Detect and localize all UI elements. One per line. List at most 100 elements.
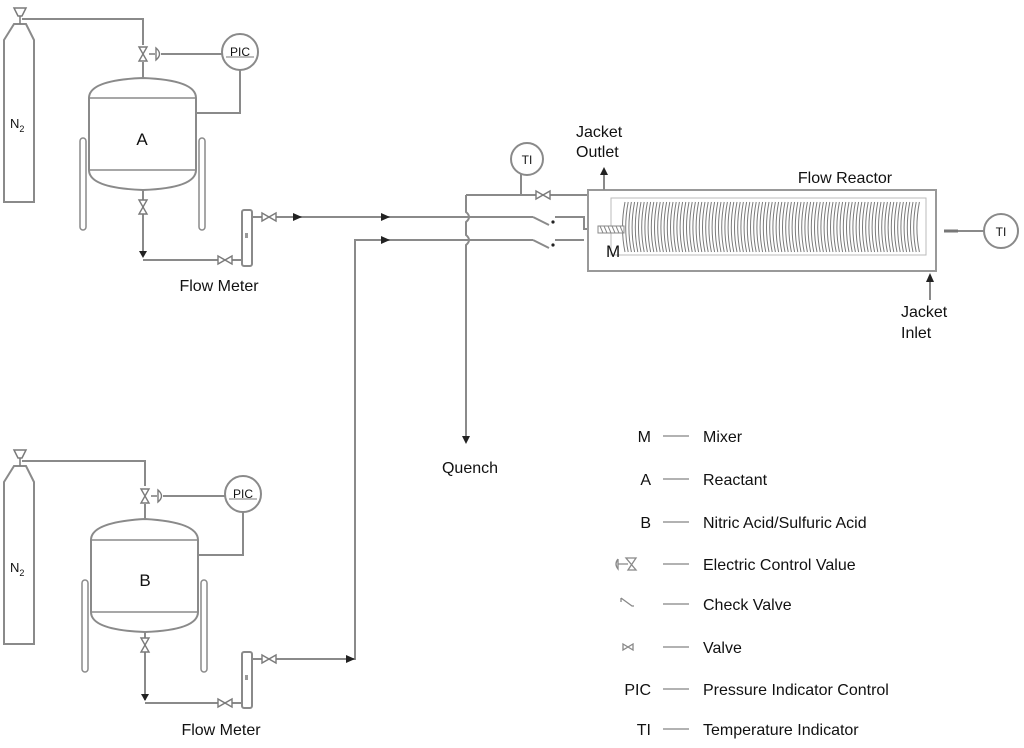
nitrogen-cylinder-a: N2	[3, 7, 35, 203]
coil-turn	[782, 201, 786, 253]
flow-meter-b-label: Flow Meter	[181, 722, 261, 739]
tank-b: B	[81, 517, 208, 673]
coil-turn	[913, 201, 917, 253]
coil-turn	[906, 201, 911, 253]
coil-turn	[673, 201, 677, 253]
coil-turn	[650, 201, 655, 253]
coil-turn	[769, 201, 773, 253]
pic-a: PIC	[221, 33, 259, 71]
flow-meter-a-inlet-valve[interactable]	[217, 255, 233, 265]
legend-item: Electric Control Value	[615, 557, 856, 574]
legend-description: Nitric Acid/Sulfuric Acid	[703, 515, 867, 532]
coil-turn	[750, 201, 754, 253]
pic-b: PIC	[224, 475, 262, 513]
coil-turn	[631, 201, 636, 253]
train-a: N2 PIC A	[3, 7, 480, 295]
coil-turn	[778, 201, 783, 253]
coil-turn	[772, 201, 776, 253]
coil-turn	[910, 201, 914, 253]
svg-text:A: A	[136, 130, 148, 149]
nitrogen-cylinder-b: N2	[3, 449, 35, 645]
coil-turn	[625, 201, 629, 253]
coil-turn	[894, 201, 898, 253]
coil-turn	[724, 201, 728, 253]
coil-turn	[817, 201, 821, 253]
coil-turn	[730, 201, 735, 253]
coil-turn	[660, 201, 664, 253]
flow-meter-b	[241, 651, 253, 709]
coil-turn	[785, 201, 789, 253]
quench-label: Quench	[442, 460, 498, 477]
electric-control-valve-a[interactable]	[138, 46, 161, 62]
coil-turn	[698, 201, 703, 253]
coil-turn	[727, 201, 732, 253]
legend-symbol: B	[640, 515, 651, 532]
legend-description: Electric Control Value	[703, 557, 856, 574]
coil-turn	[865, 201, 869, 253]
coil-turn	[804, 201, 808, 253]
bypass-valve[interactable]	[535, 190, 551, 200]
coil-turn	[663, 201, 668, 253]
legend-item: B Nitric Acid/Sulfuric Acid	[640, 515, 866, 532]
legend-description: Pressure Indicator Control	[703, 682, 889, 699]
svg-text:B: B	[139, 571, 150, 590]
regulator-icon	[12, 7, 28, 24]
coil-turn	[868, 201, 872, 253]
coil-turn	[858, 201, 863, 253]
coil-turn	[695, 201, 700, 253]
tank-a-outlet-valve[interactable]	[138, 199, 148, 215]
coil-turn	[644, 201, 648, 253]
electric-control-valve-b[interactable]	[140, 488, 163, 504]
coil-turn	[766, 201, 770, 253]
coil-turn	[676, 201, 680, 253]
svg-text:PIC: PIC	[230, 45, 250, 59]
coil-turn	[884, 201, 888, 253]
coil-turn	[734, 201, 738, 253]
coil-turn	[846, 201, 850, 253]
coil-turn	[692, 201, 696, 253]
coil-turn	[862, 201, 866, 253]
coil-turn	[638, 201, 642, 253]
legend-description: Reactant	[703, 472, 768, 489]
electric-control-valve-icon	[615, 557, 638, 571]
manifold: Quench TI	[442, 142, 598, 477]
flow-meter-b-inlet-valve[interactable]	[217, 698, 233, 708]
reactor-coil	[622, 201, 920, 253]
legend-symbol: PIC	[624, 682, 651, 699]
coil-turn	[810, 201, 815, 253]
legend-symbol: TI	[637, 722, 651, 739]
flow-meter-a-outlet-valve[interactable]	[261, 212, 277, 222]
ti-inlet: TI	[510, 142, 544, 176]
coil-turn	[686, 201, 690, 253]
coil-turn	[721, 201, 725, 253]
coil-turn	[897, 201, 901, 253]
legend-description: Temperature Indicator	[703, 722, 859, 739]
coil-turn	[759, 201, 764, 253]
coil-turn	[801, 201, 805, 253]
coil-turn	[791, 201, 796, 253]
tank-b-outlet-valve[interactable]	[140, 637, 150, 653]
legend-item: TI Temperature Indicator	[637, 722, 860, 739]
coil-turn	[647, 201, 652, 253]
cylinder-a-label: N2	[10, 116, 24, 134]
coil-turn	[878, 201, 882, 253]
flow-meter-b-outlet-valve[interactable]	[261, 654, 277, 664]
legend-symbol: M	[638, 429, 651, 446]
coil-turn	[654, 201, 658, 253]
legend-item: Valve	[622, 640, 742, 657]
coil-turn	[823, 201, 828, 253]
mixer-label: M	[606, 242, 620, 261]
flow-meter-a	[241, 209, 253, 267]
coil-turn	[833, 201, 837, 253]
legend-description: Check Valve	[703, 597, 792, 614]
coil-turn	[775, 201, 780, 253]
cylinder-b-label: N2	[10, 560, 24, 578]
coil-turn	[830, 201, 834, 253]
coil-turn	[900, 201, 904, 253]
coil-turn	[708, 201, 712, 253]
tank-a: A	[79, 76, 206, 231]
coil-turn	[628, 201, 632, 253]
coil-turn	[890, 201, 895, 253]
